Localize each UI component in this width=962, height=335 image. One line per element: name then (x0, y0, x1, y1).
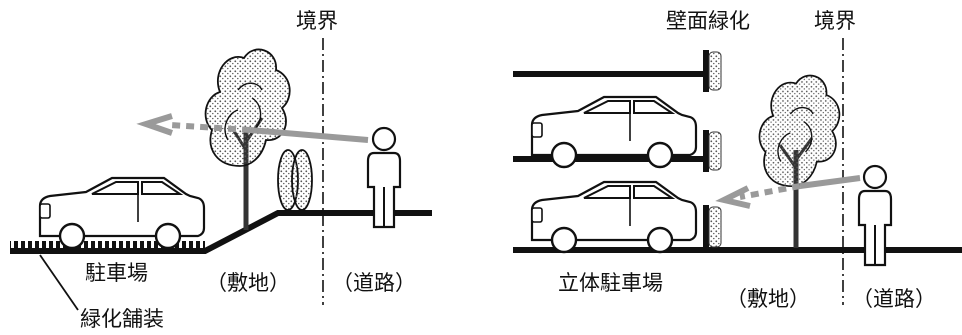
wall-greening-foliage (708, 51, 722, 248)
lower-car (530, 180, 698, 254)
left-tree-canopy (204, 48, 291, 167)
left-road-label: （道路） (332, 271, 416, 295)
right-scene: 壁面緑化 境界 立体駐車場 （敷地） （道路） (513, 9, 962, 311)
right-road-label: （道路） (852, 287, 936, 311)
wall-greening-label: 壁面緑化 (666, 9, 750, 33)
right-sightline (715, 175, 861, 209)
right-boundary-label: 境界 (814, 9, 856, 33)
right-tree-canopy (758, 74, 841, 188)
greening-paving-hatch (10, 241, 205, 250)
multistory-parking-label: 立体駐車場 (558, 271, 663, 295)
paving-label: 緑化舗装 (80, 307, 164, 331)
right-site-label: （敷地） (726, 287, 810, 311)
left-hedge (277, 149, 313, 211)
left-boundary-label: 境界 (296, 9, 338, 33)
left-scene: 境界 駐車場 （敷地） （道路） 緑化舗装 (10, 9, 432, 331)
left-sightline (136, 113, 369, 143)
left-parking-label: 駐車場 (85, 261, 148, 285)
left-ground-line (10, 210, 432, 254)
left-car (38, 176, 206, 250)
left-site-label: （敷地） (206, 271, 290, 295)
paving-leader-line (39, 254, 79, 311)
